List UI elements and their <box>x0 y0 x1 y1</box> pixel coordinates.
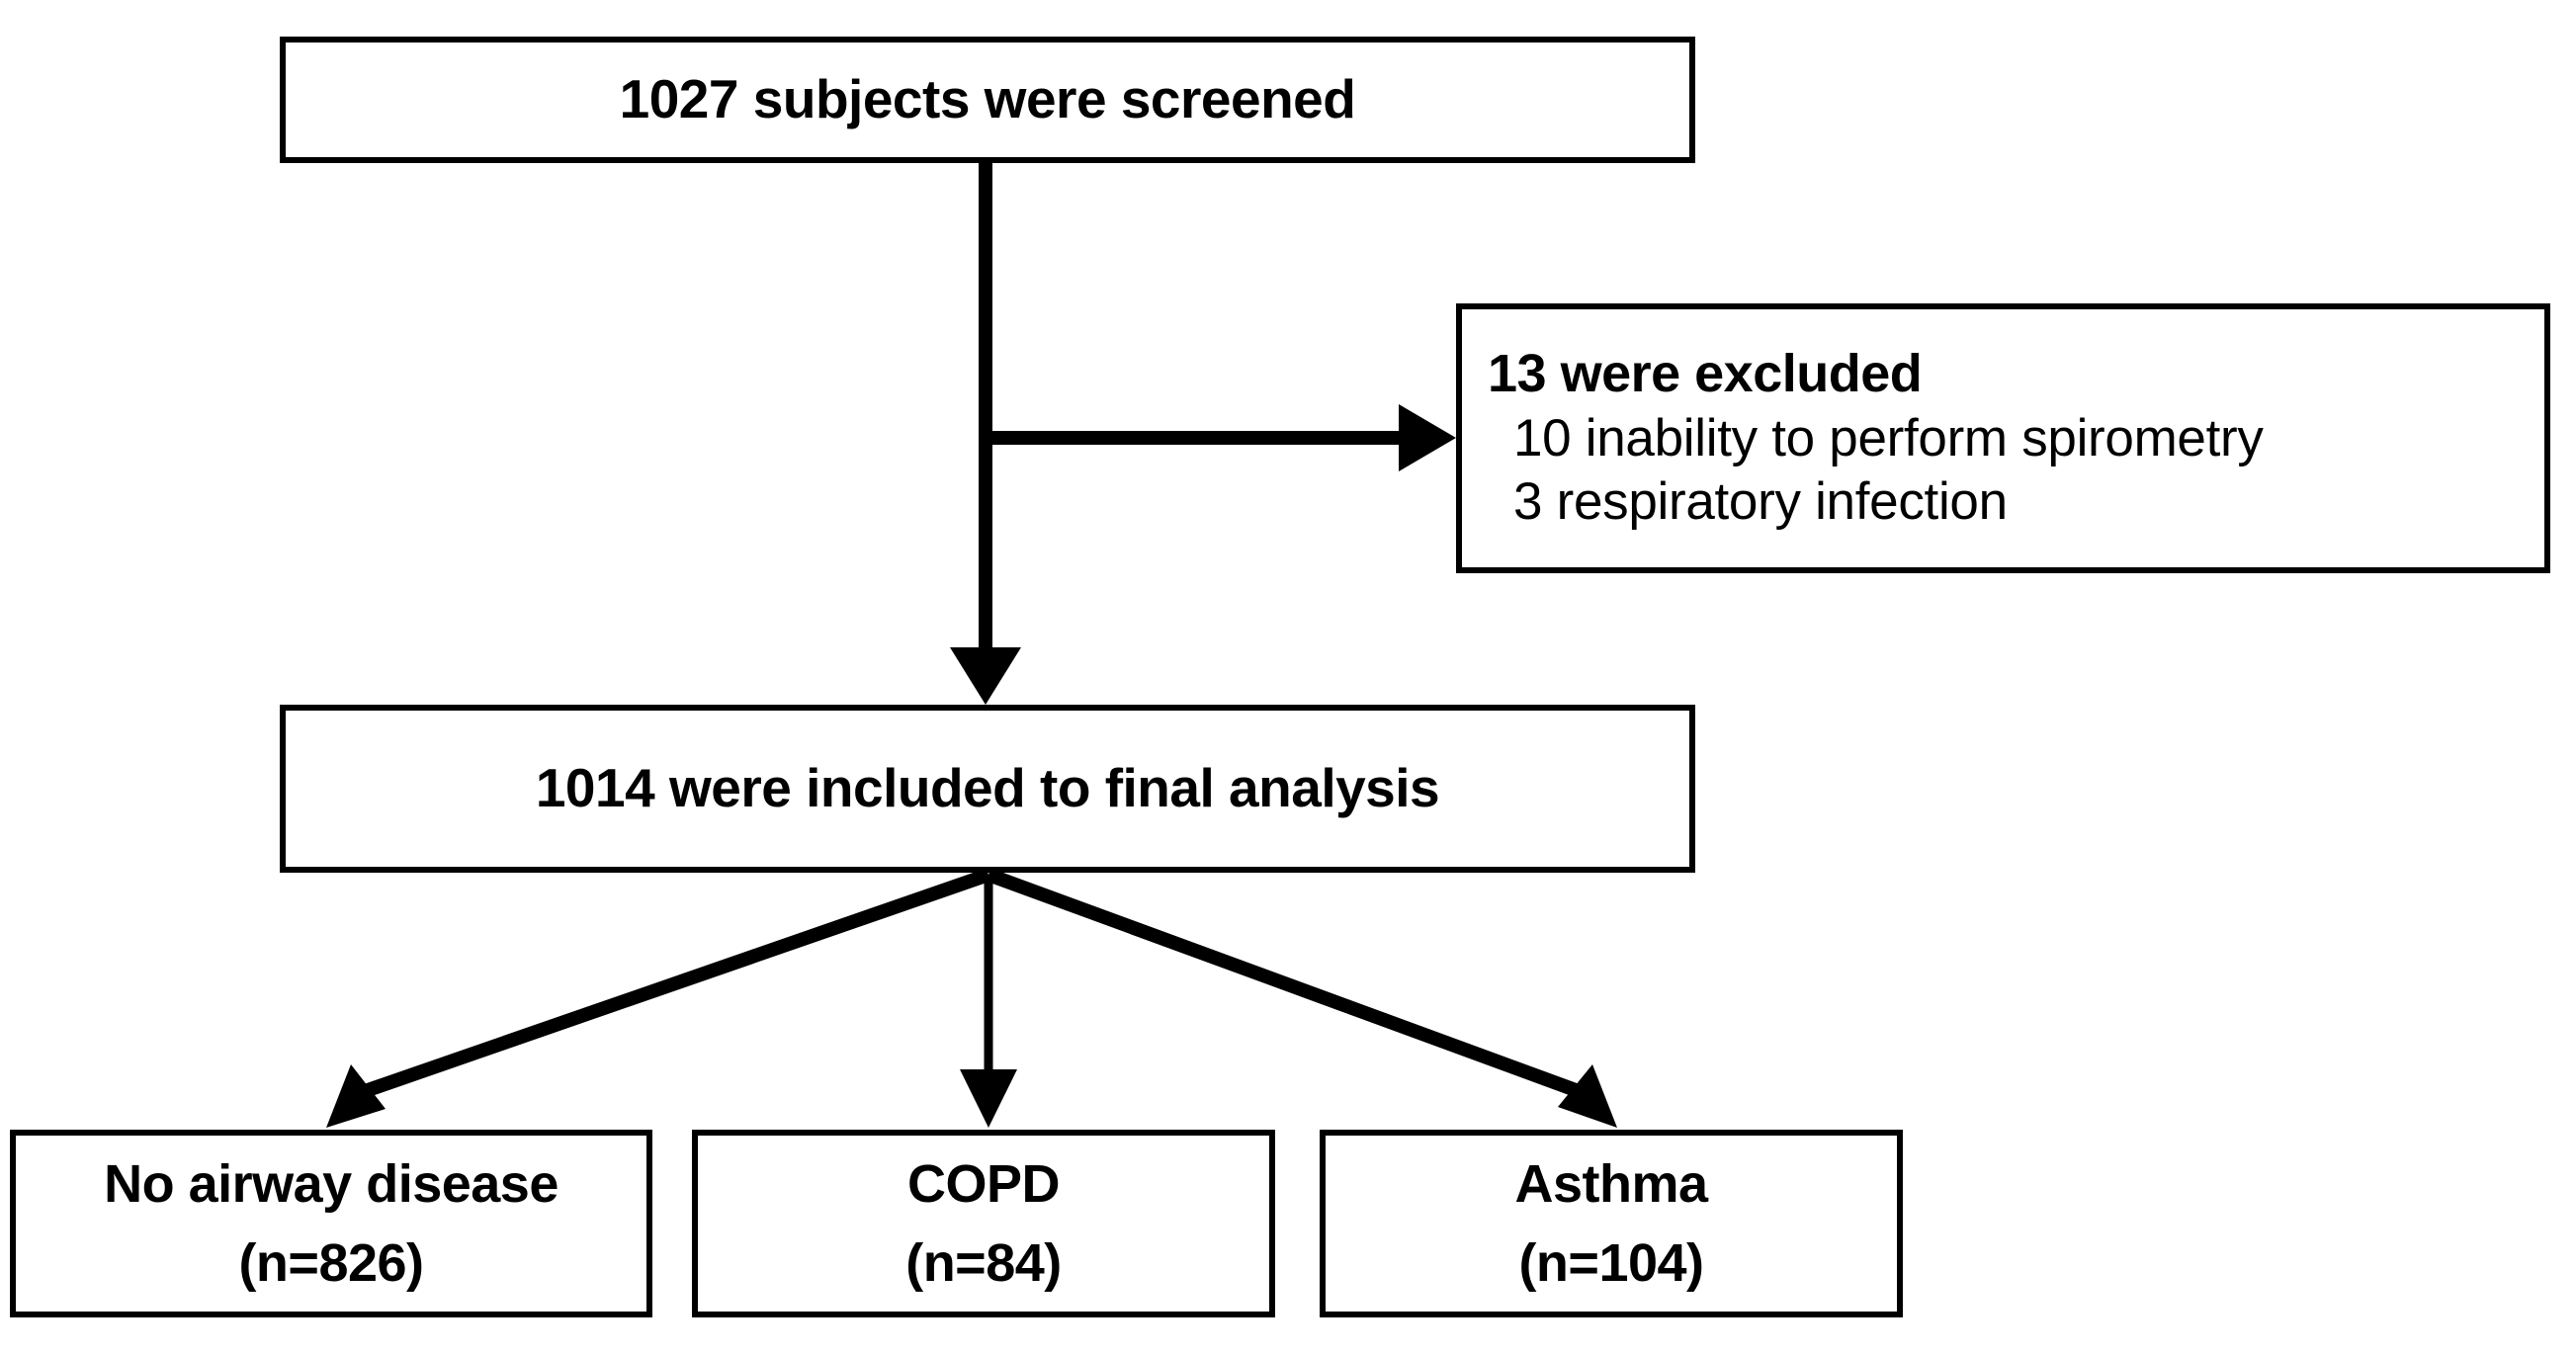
edge-screened-to-excluded <box>986 404 1456 471</box>
node-group-asthma-label: Asthma <box>1514 1154 1708 1214</box>
edge-included-to-no-airway <box>326 868 991 1128</box>
edge-screened-to-included <box>950 163 1021 705</box>
node-group-no-airway-disease-count: (n=826) <box>238 1233 424 1293</box>
node-screened-label: 1027 subjects were screened <box>619 68 1356 130</box>
node-group-no-airway-disease-label: No airway disease <box>104 1154 558 1214</box>
node-group-copd-label: COPD <box>906 1154 1061 1214</box>
node-excluded-reason-1: 10 inability to perform spirometry <box>1513 408 2264 467</box>
node-excluded-reason-2: 3 respiratory infection <box>1513 472 2008 532</box>
node-group-copd-count: (n=84) <box>905 1233 1062 1293</box>
node-included-label: 1014 were included to final analysis <box>535 757 1440 819</box>
node-excluded: 13 were excluded 10 inability to perform… <box>1456 303 2550 573</box>
node-screened: 1027 subjects were screened <box>280 37 1695 163</box>
node-group-copd: COPD (n=84) <box>692 1130 1275 1317</box>
edge-included-to-copd <box>960 875 1017 1128</box>
node-excluded-heading: 13 were excluded <box>1488 343 1923 403</box>
edge-included-to-asthma <box>986 868 1617 1128</box>
node-group-asthma-count: (n=104) <box>1518 1233 1704 1293</box>
node-group-asthma: Asthma (n=104) <box>1320 1130 1903 1317</box>
node-included: 1014 were included to final analysis <box>280 705 1695 873</box>
node-group-no-airway-disease: No airway disease (n=826) <box>10 1130 652 1317</box>
